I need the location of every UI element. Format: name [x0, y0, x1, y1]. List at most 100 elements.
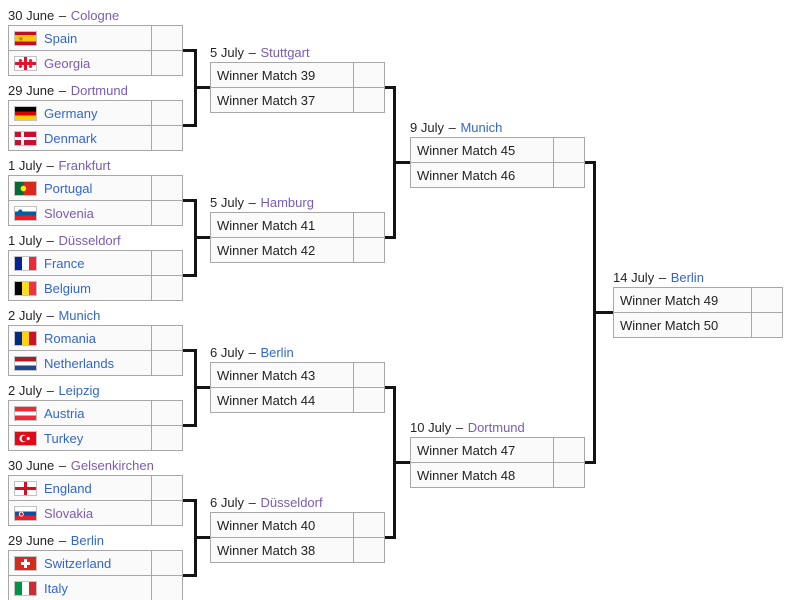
winner-slot-row: Winner Match 49 — [614, 288, 782, 312]
city-link-berlin[interactable]: Berlin — [70, 533, 104, 548]
city-link-cologne[interactable]: Cologne — [70, 8, 120, 23]
city-link-dortmund-sf[interactable]: Dortmund — [467, 420, 525, 435]
score-cell — [151, 401, 182, 425]
bracket-connector — [585, 161, 596, 164]
team-link-denmark[interactable]: Denmark — [44, 130, 97, 146]
match-qf-hamburg: 5 July – Hamburg Winner Match 41 Winner … — [210, 195, 385, 263]
team-link-belgium[interactable]: Belgium — [44, 280, 91, 296]
bracket-connector — [393, 461, 410, 464]
team-link-slovenia[interactable]: Slovenia — [44, 205, 94, 221]
winner-slot-label: Winner Match 38 — [217, 542, 316, 558]
bracket-connector — [183, 199, 197, 202]
city-link-munich-sf[interactable]: Munich — [460, 120, 503, 135]
match-date: 6 July — [210, 345, 244, 360]
team-link-turkey[interactable]: Turkey — [44, 430, 84, 446]
city-link-leipzig[interactable]: Leipzig — [58, 383, 100, 398]
match-box: Winner Match 40 Winner Match 38 — [210, 512, 385, 563]
team-link-switzerland[interactable]: Switzerland — [44, 555, 112, 571]
score-cell — [553, 163, 584, 187]
winner-slot-row: Winner Match 40 — [211, 513, 384, 537]
city-link-gelsenkirchen[interactable]: Gelsenkirchen — [70, 458, 154, 473]
bracket-connector — [393, 161, 410, 164]
team-link-portugal[interactable]: Portugal — [44, 180, 93, 196]
team-link-germany[interactable]: Germany — [44, 105, 98, 121]
winner-slot-label: Winner Match 45 — [417, 142, 516, 158]
match-box: England Slovakia — [8, 475, 183, 526]
city-link-dusseldorf-qf[interactable]: Düsseldorf — [260, 495, 323, 510]
city-link-dusseldorf[interactable]: Düsseldorf — [58, 233, 121, 248]
team-link-austria[interactable]: Austria — [44, 405, 85, 421]
team-row: England — [9, 476, 182, 500]
portugal-flag-icon — [14, 180, 37, 196]
team-link-romania[interactable]: Romania — [44, 330, 97, 346]
score-cell — [353, 88, 384, 112]
city-link-stuttgart[interactable]: Stuttgart — [260, 45, 310, 60]
team-row: Austria — [9, 401, 182, 425]
dash-separator: – — [448, 120, 456, 135]
team-link-italy[interactable]: Italy — [44, 580, 68, 596]
match-r16-france-belgium: 1 July – Düsseldorf France Belgium — [8, 233, 183, 301]
score-cell — [151, 551, 182, 575]
winner-slot-label: Winner Match 39 — [217, 67, 316, 83]
match-header: 5 July – Stuttgart — [210, 45, 385, 62]
city-link-munich[interactable]: Munich — [58, 308, 101, 323]
switzerland-flag-icon — [14, 555, 37, 571]
team-link-england[interactable]: England — [44, 480, 92, 496]
score-cell — [353, 538, 384, 562]
score-cell — [151, 501, 182, 525]
match-box: Winner Match 47 Winner Match 48 — [410, 437, 585, 488]
match-box: Winner Match 41 Winner Match 42 — [210, 212, 385, 263]
match-date: 29 June — [8, 533, 55, 548]
dash-separator: – — [58, 458, 67, 473]
team-row: Turkey — [9, 425, 182, 450]
winner-slot-row: Winner Match 42 — [211, 237, 384, 262]
match-box: Germany Denmark — [8, 100, 183, 151]
match-r16-romania-netherlands: 2 July – Munich Romania Netherlands — [8, 308, 183, 376]
match-r16-austria-turkey: 2 July – Leipzig Austria Turkey — [8, 383, 183, 451]
winner-slot-row: Winner Match 37 — [211, 87, 384, 112]
match-box: Portugal Slovenia — [8, 175, 183, 226]
city-link-hamburg[interactable]: Hamburg — [260, 195, 314, 210]
match-date: 10 July — [410, 420, 452, 435]
team-link-france[interactable]: France — [44, 255, 85, 271]
city-link-berlin-final[interactable]: Berlin — [670, 270, 704, 285]
dash-separator: – — [58, 8, 67, 23]
match-final-berlin: 14 July – Berlin Winner Match 49 Winner … — [613, 270, 783, 338]
team-link-georgia[interactable]: Georgia — [44, 55, 91, 71]
score-cell — [151, 201, 182, 225]
score-cell — [151, 26, 182, 50]
team-row: Slovenia — [9, 200, 182, 225]
team-link-spain[interactable]: Spain — [44, 30, 78, 46]
city-link-berlin-qf[interactable]: Berlin — [260, 345, 294, 360]
match-header: 29 June – Berlin — [8, 533, 183, 550]
dash-separator: – — [46, 158, 54, 173]
bracket-connector — [183, 424, 197, 427]
netherlands-flag-icon — [14, 355, 37, 371]
bracket-connector — [183, 274, 197, 277]
turkey-flag-icon — [14, 430, 37, 446]
match-box: Austria Turkey — [8, 400, 183, 451]
england-flag-icon — [14, 480, 37, 496]
dash-separator: – — [46, 233, 54, 248]
team-link-netherlands[interactable]: Netherlands — [44, 355, 115, 371]
team-row: Portugal — [9, 176, 182, 200]
match-header: 5 July – Hamburg — [210, 195, 385, 212]
team-link-slovakia[interactable]: Slovakia — [44, 505, 94, 521]
winner-slot-label: Winner Match 44 — [217, 392, 316, 408]
city-link-dortmund[interactable]: Dortmund — [70, 83, 128, 98]
dash-separator: – — [248, 495, 256, 510]
match-box: France Belgium — [8, 250, 183, 301]
match-date: 29 June — [8, 83, 55, 98]
city-link-frankfurt[interactable]: Frankfurt — [58, 158, 111, 173]
winner-slot-label: Winner Match 47 — [417, 442, 516, 458]
winner-slot-row: Winner Match 41 — [211, 213, 384, 237]
team-row: Switzerland — [9, 551, 182, 575]
bracket-connector — [585, 461, 596, 464]
team-row: Denmark — [9, 125, 182, 150]
match-box: Winner Match 43 Winner Match 44 — [210, 362, 385, 413]
bracket-connector — [183, 124, 197, 127]
match-header: 9 July – Munich — [410, 120, 585, 137]
score-cell — [751, 288, 782, 312]
dash-separator: – — [658, 270, 667, 285]
